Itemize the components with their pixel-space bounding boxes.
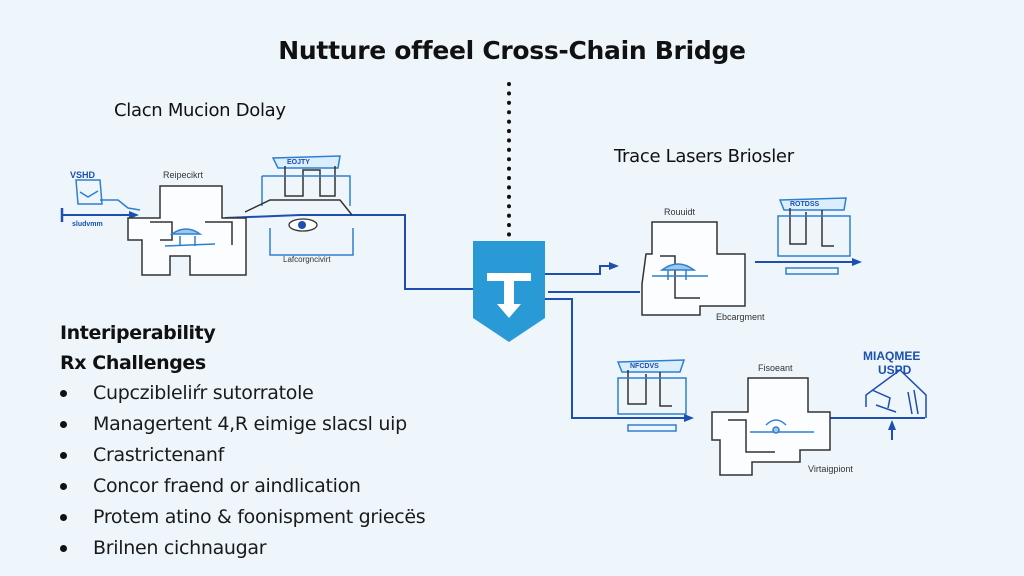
right-lower-tower-label: NFCDVS bbox=[630, 363, 659, 370]
right-section-heading: Trace Lasers Briosler bbox=[614, 146, 794, 167]
source-node-caption: sludvmm bbox=[72, 221, 103, 228]
right-lower-machine-label: Fisoeant bbox=[758, 363, 793, 373]
wallet-device-icon bbox=[75, 179, 141, 211]
tower-icon bbox=[777, 197, 851, 275]
house-icon bbox=[865, 369, 927, 418]
right-lower-machine-caption: Virtaigpiont bbox=[808, 464, 853, 474]
right-upper-machine-label: Rouuidt bbox=[664, 207, 696, 217]
list-item: Cupczibleliŕr sutorratole bbox=[60, 378, 425, 409]
left-tower-label: EOJTY bbox=[287, 159, 310, 166]
right-lower-tower-node[interactable]: NFCDVS bbox=[616, 359, 687, 432]
machine-icon bbox=[641, 221, 746, 316]
right-upper-machine-caption: Ebcargment bbox=[716, 312, 765, 322]
challenges-heading-line2: Rx Challenges bbox=[60, 352, 206, 374]
connector-bridge-to-upper-machine bbox=[545, 262, 619, 275]
destination-node[interactable]: MIAQMEE USPD bbox=[863, 349, 927, 418]
list-item-text: Protem atino & foonispment griecës bbox=[93, 506, 426, 528]
destination-label-line2: USPD bbox=[878, 363, 912, 377]
down-arrow-icon bbox=[487, 273, 531, 318]
right-upper-tower-node[interactable]: ROTDSS bbox=[777, 197, 851, 275]
diagram-title: Nutture offeel Cross-Chain Bridge bbox=[278, 36, 746, 65]
list-item-text: Concor fraend or aindlication bbox=[93, 475, 361, 497]
challenges-list: Cupczibleliŕr sutorratole Managertent 4,… bbox=[60, 378, 426, 564]
source-node-label: VSHD bbox=[70, 170, 96, 180]
tower-icon bbox=[616, 359, 687, 432]
connector-lines bbox=[60, 208, 925, 440]
list-item-text: Managertent 4,R eimige slacsl uip bbox=[93, 413, 407, 435]
bridge-node[interactable] bbox=[473, 241, 545, 342]
tower-icon bbox=[244, 155, 354, 256]
destination-label-line1: MIAQMEE bbox=[863, 349, 920, 363]
eye-icon bbox=[288, 218, 318, 232]
source-node[interactable]: VSHD sludvmm bbox=[70, 170, 141, 228]
list-item-text: Crastrictenanf bbox=[93, 444, 224, 466]
right-upper-tower-label: ROTDSS bbox=[790, 201, 820, 208]
list-item: Crastrictenanf bbox=[60, 440, 425, 471]
gear-dome-icon bbox=[750, 419, 814, 434]
bullet-icon bbox=[60, 421, 67, 428]
challenges-panel: Interiperability Rx Challenges Cupczible… bbox=[60, 318, 426, 564]
bullet-icon bbox=[60, 514, 67, 521]
connector-tower-to-bridge bbox=[300, 214, 474, 290]
bullet-icon bbox=[60, 452, 67, 459]
gear-dome-icon bbox=[652, 263, 708, 280]
bullet-icon bbox=[60, 545, 67, 552]
machine-icon bbox=[711, 377, 831, 476]
gear-dome-icon bbox=[164, 228, 216, 247]
bullet-icon bbox=[60, 390, 67, 397]
bullet-icon bbox=[60, 483, 67, 490]
connector-bridge-to-lower-branch bbox=[545, 298, 694, 422]
list-item: Concor fraend or aindlication bbox=[60, 471, 425, 502]
list-item: Brilnen cichnaugar bbox=[60, 533, 425, 564]
left-machine-node[interactable]: Reipecikrt bbox=[127, 170, 247, 276]
left-machine-label: Reipecikrt bbox=[163, 170, 204, 180]
right-lower-machine-node[interactable]: Fisoeant Virtaigpiont bbox=[711, 363, 853, 476]
challenges-heading-line1: Interiperability bbox=[60, 322, 216, 344]
left-section-heading: Clacn Mucion Dolay bbox=[114, 100, 286, 121]
list-item-text: Brilnen cichnaugar bbox=[93, 537, 267, 559]
list-item-text: Cupczibleliŕr sutorratole bbox=[93, 382, 314, 404]
left-tower-node[interactable]: EOJTY Lafcorgncivirt bbox=[244, 155, 354, 264]
list-item: Protem atino & foonispment griecës bbox=[60, 502, 426, 533]
left-tower-caption: Lafcorgncivirt bbox=[283, 255, 331, 264]
list-item: Managertent 4,R eimige slacsl uip bbox=[60, 409, 425, 440]
right-upper-machine-node[interactable]: Rouuidt Ebcargment bbox=[641, 207, 765, 322]
